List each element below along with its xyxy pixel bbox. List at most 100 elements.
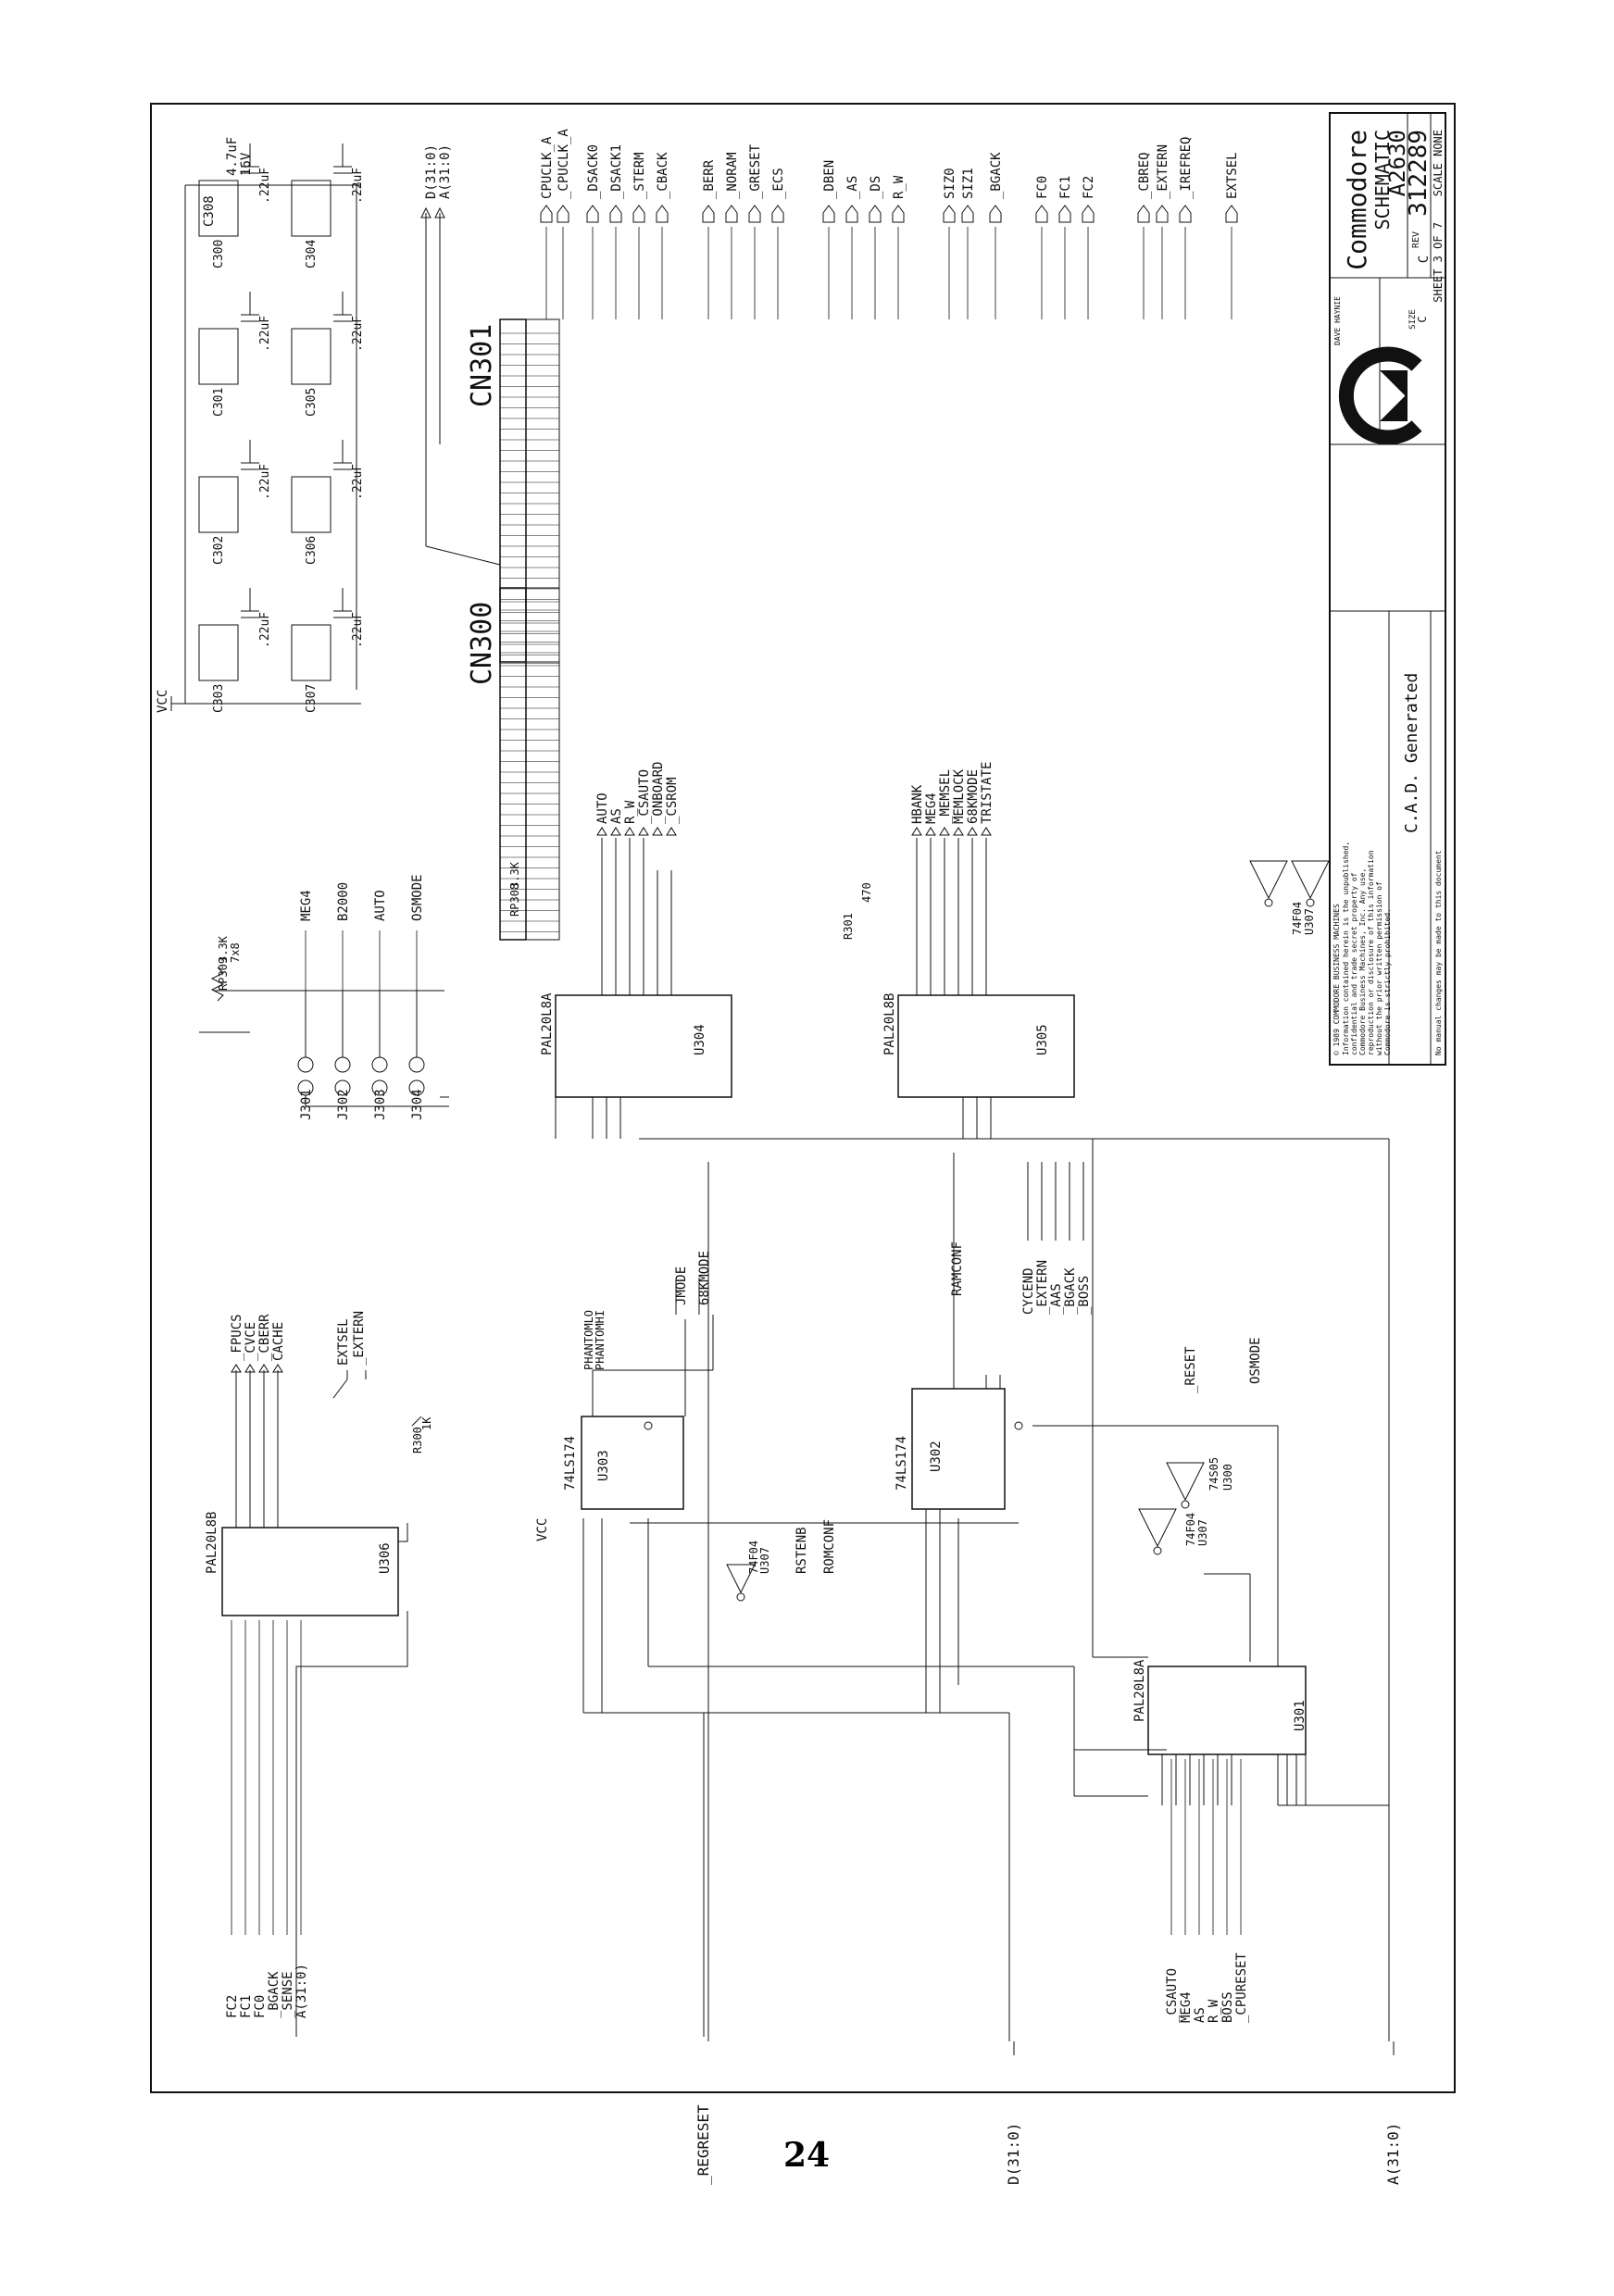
- bulk-cap-value: 4.7uF: [225, 137, 240, 176]
- signal-port-icon: [967, 827, 978, 836]
- r300-value: 1K: [420, 1416, 433, 1430]
- u305-output: MEG4: [924, 792, 939, 824]
- decoupling-chip: [291, 624, 332, 681]
- signal-port-icon: [656, 205, 669, 223]
- cn301-signal: FC0: [1035, 176, 1050, 199]
- signal-port-icon: [1225, 205, 1238, 223]
- cn301-signal: _NORAM: [725, 152, 740, 199]
- signal-port-icon: [822, 205, 835, 223]
- jumper-output: B2000: [336, 882, 351, 921]
- u302-ref: U302: [929, 1441, 944, 1472]
- u300-ref: U300: [1221, 1464, 1234, 1491]
- u303-vcc: VCC: [535, 1518, 550, 1541]
- cap-ref: C303: [212, 684, 226, 713]
- svg-text:Information contained herein i: Information contained herein is the unpu…: [1342, 842, 1350, 1055]
- cn301-signal: _CPUCLK_A: [557, 129, 571, 199]
- u305-output: _MEMSEL: [938, 769, 953, 824]
- decoupling-vcc: VCC: [156, 690, 170, 713]
- cyc-lines: [1027, 1162, 1084, 1241]
- u305-output: 68KMODE: [966, 769, 981, 824]
- signal-port-icon: [725, 205, 738, 223]
- board-name: A2630: [1384, 130, 1410, 196]
- signal-port-icon: [953, 827, 964, 836]
- cn301-signal: _STERM: [632, 152, 647, 199]
- u302-part: 74LS174: [895, 1436, 909, 1491]
- signal-port-icon: [666, 827, 677, 836]
- title-block: [1329, 112, 1446, 1066]
- signal-port-icon: [845, 205, 858, 223]
- u304-output: _ONBOARD: [651, 762, 666, 824]
- signal-port-icon: [911, 827, 922, 836]
- left-bus-labels: [703, 1713, 1395, 2055]
- cn301-signal: _CBACK: [656, 152, 670, 199]
- r301-label: R301: [842, 913, 855, 940]
- cyc-signal: _BOSS: [1077, 1276, 1092, 1315]
- cap-ref: C300: [212, 240, 226, 268]
- u306-input: _SENSE: [281, 1971, 295, 2018]
- cap-value: .22uF: [258, 464, 272, 500]
- signal-port-icon: [609, 205, 622, 223]
- rp308-label: RP308: [508, 883, 521, 917]
- cap-ref: C302: [212, 536, 226, 565]
- signal-port-icon: [231, 1364, 242, 1373]
- cn301-signal: _DBEN: [822, 160, 837, 199]
- jumper-output: OSMODE: [410, 874, 425, 921]
- u300-part: 74S05: [1207, 1457, 1220, 1491]
- u301-block: [1147, 1666, 1389, 1806]
- u307-part-a: 74F04: [1291, 902, 1304, 935]
- signal-port-icon: [557, 205, 569, 223]
- rstenb-label: RSTENB: [794, 1527, 809, 1574]
- cn300-label: CN300: [466, 602, 498, 685]
- signal-port-icon: [748, 205, 761, 223]
- u304-output: AUTO: [595, 792, 610, 824]
- bulk-cap-ref: C308: [202, 195, 217, 227]
- signal-port-icon: [943, 205, 956, 223]
- cap-ref: C306: [305, 536, 319, 565]
- u305-part: PAL20L8B: [882, 993, 897, 1055]
- cyc-signal: CYCEND: [1021, 1267, 1036, 1315]
- cn301-signal: FC1: [1058, 176, 1073, 199]
- interconnect-wiring: [583, 1097, 1390, 2041]
- svg-text:Commodore Business Machines, I: Commodore Business Machines, Inc. Any us…: [1358, 868, 1367, 1055]
- manual-note: No manual changes may be made to this do…: [1434, 850, 1443, 1055]
- u306-ref: U306: [378, 1542, 393, 1574]
- signal-port-icon: [586, 205, 599, 223]
- cyc-signal: _AAS: [1049, 1283, 1064, 1315]
- copyright-notice: © 1989 COMMODORE BUSINESS MACHINES Infor…: [1332, 673, 1443, 1055]
- svg-text:without the prior written perm: without the prior written permission of: [1375, 881, 1383, 1055]
- signal-port-icon: [244, 1364, 256, 1373]
- u306-output: _CBERR: [257, 1314, 272, 1361]
- cn301-signal: FC2: [1082, 176, 1096, 199]
- cn301-signal: _ECS: [771, 168, 786, 199]
- osmode-label: OSMODE: [1248, 1337, 1263, 1384]
- jumper-j304: J304: [410, 1089, 425, 1120]
- signal-port-icon: [638, 827, 649, 836]
- cn301-signal: _DS: [869, 176, 883, 199]
- signal-port-icon: [610, 827, 621, 836]
- u306-input: FC0: [253, 1995, 268, 2018]
- jumper-output: AUTO: [373, 890, 388, 921]
- cap-value: .22uF: [258, 316, 272, 352]
- extsel-label: EXTSEL: [336, 1318, 351, 1366]
- jmode-label: JMODE: [674, 1267, 689, 1305]
- decoupling-chip: [198, 328, 239, 385]
- cn301-signal: _BERR: [702, 159, 717, 199]
- cap-value: .22uF: [351, 464, 365, 500]
- cyc-signal: _BGACK: [1063, 1267, 1078, 1315]
- u306-input: A(31:0): [294, 1964, 309, 2018]
- rp309-pack: 7x8: [229, 942, 242, 963]
- signal-port-icon: [1058, 205, 1071, 223]
- u304-ref: U304: [693, 1024, 707, 1055]
- cn301-signal: _DSACK1: [609, 144, 624, 199]
- cap-ref: C307: [305, 684, 319, 713]
- signal-port-icon: [272, 1364, 283, 1373]
- drawing-frame: [150, 103, 1456, 2093]
- connector-cn300: [499, 587, 560, 941]
- data-address-bus: [420, 206, 501, 566]
- r300-label: R300: [411, 1427, 424, 1454]
- cn301-label: CN301: [466, 324, 498, 407]
- u304-part: PAL20L8A: [540, 992, 555, 1055]
- decoupling-chip: [198, 624, 239, 681]
- u306-output: _FPUCS: [230, 1314, 244, 1361]
- decoupling-chip: [291, 476, 332, 533]
